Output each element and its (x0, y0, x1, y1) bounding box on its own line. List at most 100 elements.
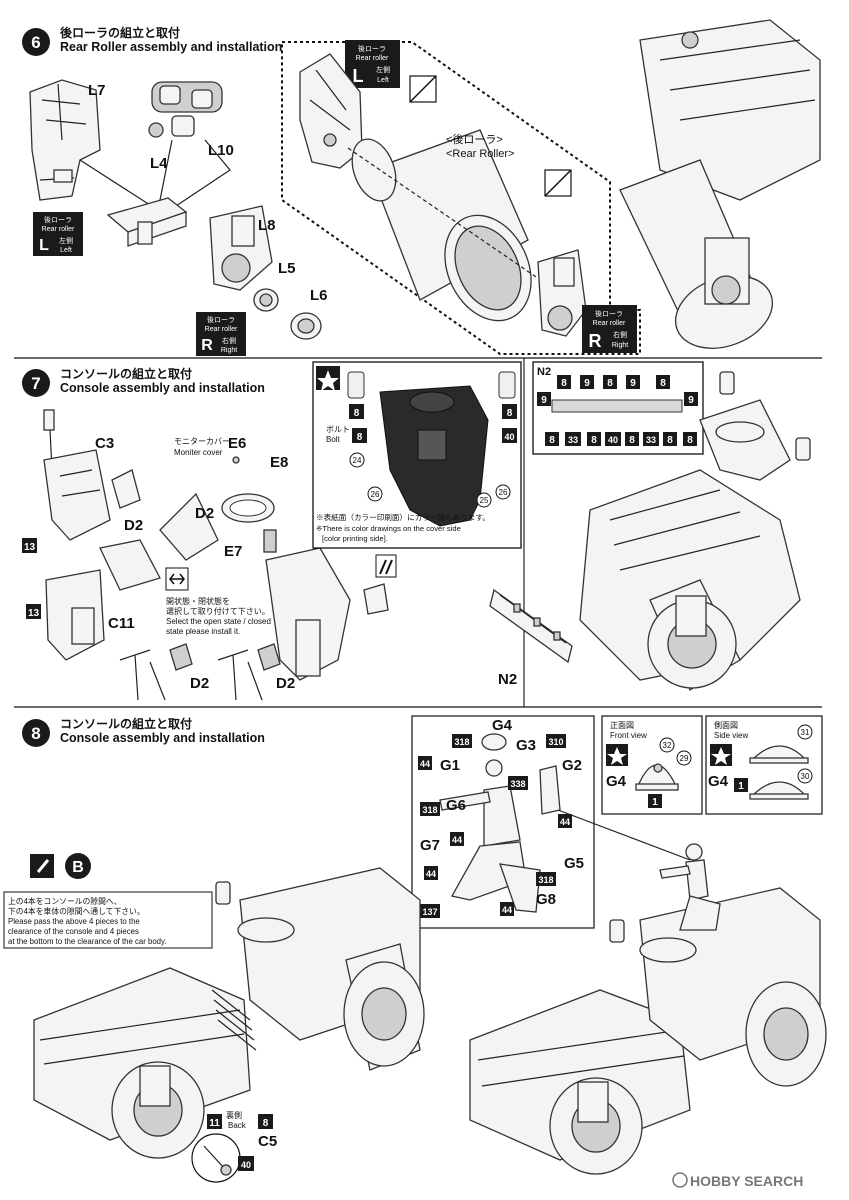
label-g4: G4 (492, 717, 513, 734)
step7-note-open-en1: Select the open state / closed (166, 617, 271, 626)
part-mount-plate (106, 197, 188, 247)
watermark-text: HOBBY SEARCH (690, 1173, 803, 1189)
step8-figure-codes-7: 44 (426, 869, 436, 879)
step6-title-jp: 後ローラの組立と取付 (60, 25, 180, 40)
step6-number: 6 (31, 33, 40, 52)
step6-badge-right-letter: R (201, 337, 213, 354)
step8-helmet-front-codes-0: 32 (663, 741, 672, 750)
step8-helmet-front-codes-2: 1 (652, 797, 658, 808)
helmet-side-view: 側面図 Side view G4 1 31 30 (705, 715, 823, 815)
watermark: HOBBY SEARCH (672, 1172, 803, 1189)
label-g7: G7 (420, 837, 440, 854)
label-l5: L5 (278, 260, 296, 277)
step7-title-jp: コンソールの組立と取付 (60, 366, 192, 381)
step8-figure-codes-10: 44 (502, 905, 512, 915)
part-l-frame-callout (299, 53, 363, 169)
step7-bolt-en: Bolt (326, 435, 341, 444)
label-g3: G3 (516, 737, 536, 754)
step7-n2-codes-bottom-6: 8 (667, 435, 673, 446)
step8-helmet-side-codes-1: 30 (801, 772, 810, 781)
label-d2-b: D2 (195, 505, 214, 522)
color-code-26-left: 26 (367, 486, 383, 502)
label-l7: L7 (88, 82, 106, 99)
step7-title-en: Console assembly and installation (60, 381, 265, 395)
step7-n2-codes-top-4: 8 (660, 378, 666, 389)
label-n2: N2 (498, 671, 517, 688)
step7-header: 7 コンソールの組立と取付 Console assembly and insta… (22, 366, 265, 397)
label-g8: G8 (536, 891, 556, 908)
step7-color-codes-right-1: 40 (504, 432, 514, 442)
step8-title-jp: コンソールの組立と取付 (60, 716, 192, 731)
label-g2: G2 (562, 757, 582, 774)
color-note-jp: ※表紙面（カラー印刷面）にカラー図もあります。 (316, 512, 490, 522)
step6-badge-right-en: Rear roller (205, 326, 238, 333)
step6-badge-right-jp: 後ローラ (595, 309, 623, 318)
color-code-26-right: 26 (495, 484, 511, 500)
b-note-box: 上の4本をコンソールの隙間へ、 下の4本を車体の隙間へ通して下さい。 Pleas… (3, 891, 213, 949)
step8-figure-codes-6: 44 (452, 835, 462, 845)
n2-codes-top: 8 9 8 9 8 (557, 375, 670, 389)
step6-badge-left-jp: 後ローラ (44, 215, 72, 224)
b-label: B (72, 859, 84, 876)
step8-front-view-jp: 正面図 (610, 721, 634, 730)
step6-badge-left-letter: L (39, 237, 49, 254)
step8-parts-0: G4 (708, 773, 729, 790)
label-n2-box: N2 (537, 366, 551, 378)
step6-badge-left-en: Rear roller (356, 55, 389, 62)
step8-header: 8 コンソールの組立と取付 Console assembly and insta… (22, 716, 265, 747)
label-c5: C5 (258, 1133, 277, 1150)
step8-c5-code: 40 (241, 1160, 251, 1170)
monitor-cover-jp: モニターカバー (174, 437, 230, 446)
step8-b-note-en1: Please pass the above 4 pieces to the (8, 917, 140, 926)
label-g5: G5 (564, 855, 584, 872)
color-code-8-left: 8 (349, 404, 364, 419)
step8-figure-codes-4: 318 (422, 805, 437, 815)
step7-n2-codes-bottom-5: 33 (646, 435, 656, 445)
step8-figure-codes-9: 137 (422, 907, 437, 917)
label-e6: E6 (228, 435, 246, 452)
step7-n2-codes-sides-0: 9 (541, 395, 547, 406)
leader-l10 (159, 139, 231, 211)
machine-body-step8-left (33, 867, 425, 1159)
step8-b-note-jp2: 下の4本を車体の隙間へ通して下さい。 (8, 906, 145, 916)
step8-back-code-a: 11 (209, 1118, 220, 1129)
step7-note-open-en2: state please install it. (166, 627, 240, 636)
step7-n2-codes-top-1: 9 (584, 378, 590, 389)
b-marker: B (30, 853, 91, 879)
color-reference-box: 8 8 ボルト Bolt 8 40 24 26 25 26 (312, 361, 522, 549)
step8-figure-codes-3: 338 (510, 779, 525, 789)
step8-figure-codes-5: 44 (560, 817, 570, 827)
color-code-24: 24 (349, 452, 365, 468)
step8-helmet-side-codes-0: 31 (801, 728, 810, 737)
step6-badge-right-side-en: Right (221, 347, 237, 354)
machine-body-step7 (579, 371, 811, 691)
step6-badge-left-side-en: Left (60, 247, 72, 254)
part-l7-frame: L7 (29, 79, 106, 201)
step7-n2-codes-bottom-1: 33 (568, 435, 578, 445)
glue-mark-2 (544, 169, 572, 197)
step7-n2-codes-top-3: 9 (630, 378, 636, 389)
part-monitor-cover: モニターカバー Moniter cover D2 (159, 437, 230, 561)
machine-body-step6 (619, 19, 821, 349)
step6-badge-right-side-jp: 右側 (613, 330, 627, 339)
step7-side-code: 13 (24, 542, 36, 553)
color-code-40: 40 (502, 428, 517, 443)
rear-roller-en: <Rear Roller> (446, 148, 514, 160)
step8-side-view-en: Side view (714, 731, 748, 740)
step7-n2-codes-sides-1: 9 (688, 395, 694, 406)
step8-figure-codes-0: 318 (454, 737, 469, 747)
step8-figure-codes-2: 44 (420, 759, 430, 769)
step6-title-en: Rear Roller assembly and installation (60, 40, 282, 54)
figure-color-codes: 318 310 44 338 318 44 44 44 318 137 44 (418, 734, 572, 918)
step7-note-open-jp1: 開状態・閉状態を (166, 596, 230, 606)
label-g1: G1 (440, 757, 460, 774)
step8-side-view-jp: 側面図 (714, 720, 738, 730)
step7-n2-codes-bottom-3: 40 (608, 435, 618, 445)
part-n2-bar: N2 (489, 588, 573, 688)
c5-detail: 11 裏側 Back 8 C5 40 (191, 1110, 277, 1183)
step7-color-codes-left-0: 8 (354, 408, 360, 419)
step6-badge-right-en: Rear roller (593, 320, 626, 327)
label-l6: L6 (310, 287, 328, 304)
badge-rear-roller-right-big: 後ローラ Rear roller R 右側 Right (582, 305, 637, 353)
machine-body-step8-right (469, 843, 827, 1175)
